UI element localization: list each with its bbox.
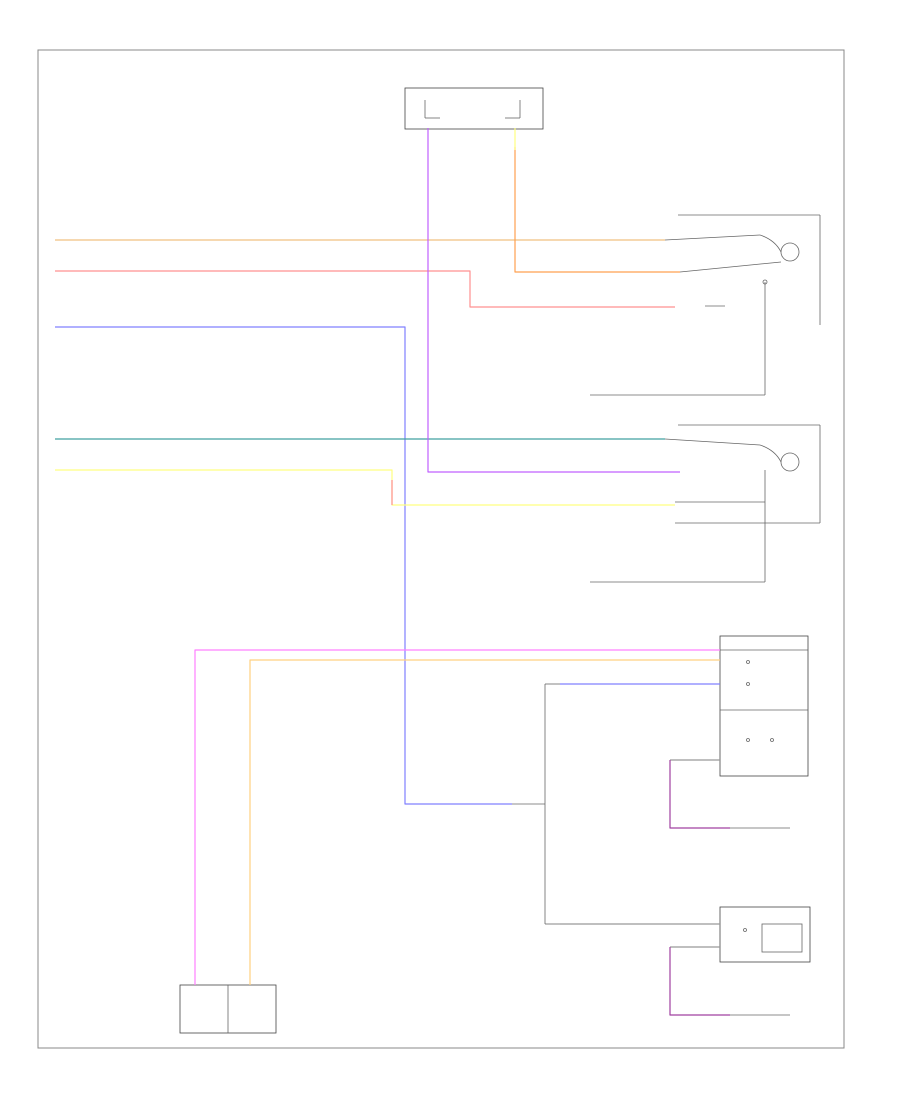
switch-contact-icon [743, 928, 747, 932]
wire-yellow-right-feed [55, 469, 675, 506]
wire-orange-left-headlamp [514, 147, 680, 273]
upper-switch-module [719, 635, 809, 777]
headlamp-bulb-icon [780, 242, 800, 262]
wire-violet-lower-ground [669, 947, 730, 1016]
bottom-connector [179, 984, 277, 1034]
wire-blue-green-long [55, 326, 512, 805]
wire-violet-upper-ground [669, 760, 730, 829]
wire-tan-module [249, 659, 720, 985]
headlamp-bulb-icon [780, 452, 800, 472]
right-headlamp-assembly [590, 424, 821, 583]
ground-terminations [730, 827, 790, 1016]
lower-switch-module [719, 906, 811, 963]
wires [55, 128, 730, 1016]
diagram-frame [37, 49, 845, 1049]
splice-bus [512, 683, 560, 925]
wire-violet-relay-right [427, 128, 680, 473]
left-headlamp-assembly [664, 214, 821, 325]
wire-yellow-red-left-feed [55, 270, 675, 308]
top-relay-box [404, 87, 544, 130]
wire-pink-module [194, 649, 720, 985]
left-switch-assembly [590, 279, 768, 396]
switch-contact-icon [746, 660, 750, 664]
